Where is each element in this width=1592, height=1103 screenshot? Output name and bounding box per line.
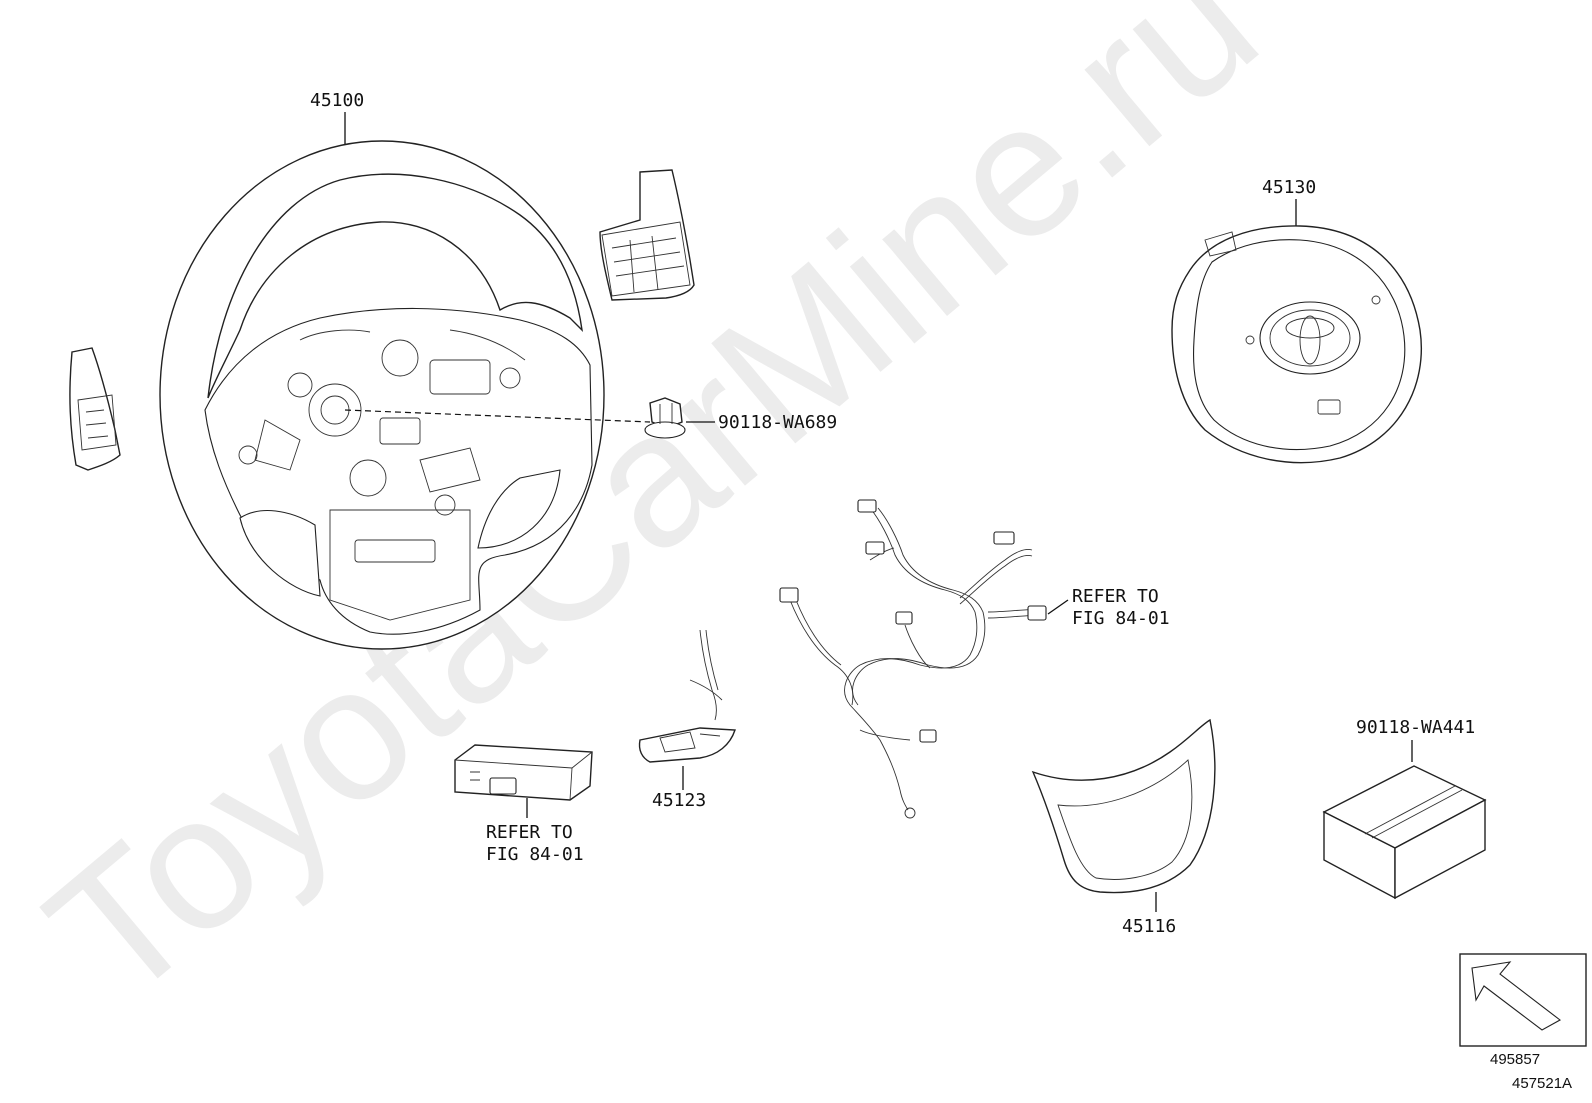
callout-module-refer-line1: REFER TO [486,822,573,843]
arrow-up-left-icon [1471,961,1561,1031]
front-direction-indicator [1459,953,1587,1047]
callout-harness-refer-line1: REFER TO [1072,586,1159,607]
callout-harness-refer-line2: FIG 84-01 [1072,608,1170,629]
callout-45116: 45116 [1122,916,1176,937]
steering-wheel-part[interactable] [159,140,605,650]
diagram-code: 495857 [1490,1051,1540,1068]
callout-45123: 45123 [652,790,706,811]
callout-45130: 45130 [1262,177,1316,198]
bolt-part[interactable] [344,397,686,439]
illustration-code: 457521A [1512,1075,1572,1092]
right-paddle-switch[interactable] [599,169,695,301]
callout-module-refer-line2: FIG 84-01 [486,844,584,865]
steering-switch-part[interactable] [638,629,736,763]
control-module-part[interactable] [454,744,593,801]
airbag-module-part[interactable] [1171,225,1422,464]
kit-box-part[interactable] [1322,765,1487,900]
left-paddle-switch[interactable] [69,347,121,471]
wire-harness-part[interactable] [779,499,1047,819]
steering-cover-part[interactable] [1031,718,1216,894]
callout-45100: 45100 [310,90,364,111]
callout-90118-wa441: 90118-WA441 [1356,717,1475,738]
callout-90118-wa689: 90118-WA689 [718,412,837,433]
